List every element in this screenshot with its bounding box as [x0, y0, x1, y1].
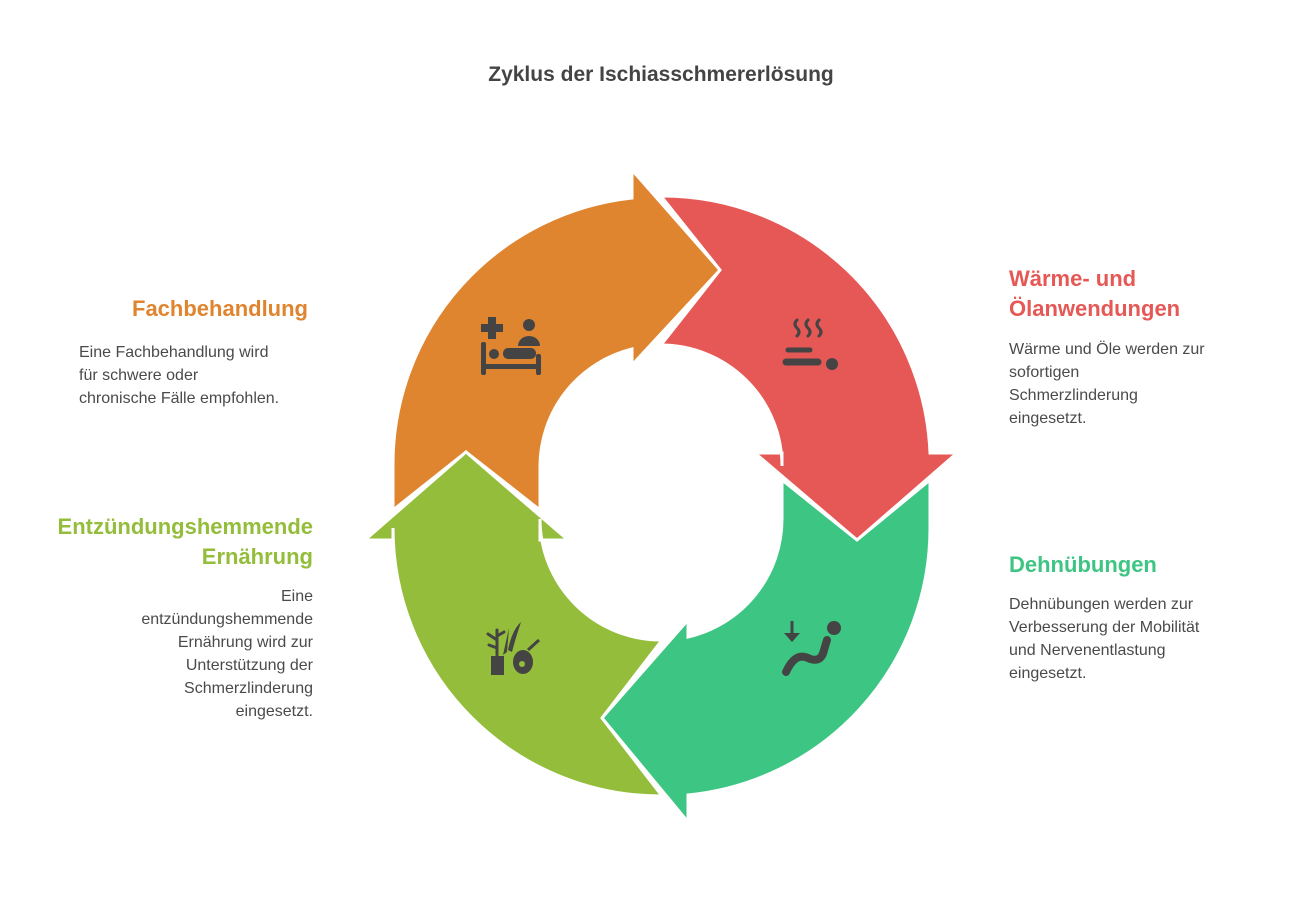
desc-line: und Nervenentlastung	[1009, 642, 1166, 659]
desc-line: Eine	[280, 588, 313, 605]
desc-line: Unterstützung der	[185, 657, 313, 674]
desc-line: eingesetzt.	[1009, 665, 1087, 682]
desc-line: Schmerzlinderung	[1009, 387, 1138, 404]
step-title-line: Entzündungshemmende	[57, 514, 313, 539]
step-desc-ernaehrung: Eine entzündungshemmende Ernährung wird …	[141, 585, 313, 723]
desc-line: Wärme und Öle werden zur	[1009, 341, 1205, 358]
step-desc-dehnuebungen: Dehnübungen werden zur Verbesserung der …	[1009, 593, 1199, 685]
desc-line: für schwere oder	[79, 367, 199, 384]
desc-line: sofortigen	[1009, 364, 1080, 381]
step-title-fachbehandlung: Fachbehandlung	[132, 294, 308, 324]
desc-line: Eine Fachbehandlung wird	[79, 344, 269, 361]
step-title-line: Wärme- und	[1009, 266, 1137, 291]
arrow-ernaehrung	[360, 450, 666, 798]
step-title-waerme: Wärme- und Ölanwendungen	[1009, 264, 1180, 324]
desc-line: Dehnübungen werden zur	[1009, 596, 1194, 613]
step-title-dehnuebungen: Dehnübungen	[1009, 550, 1157, 580]
desc-line: chronische Fälle empfohlen.	[79, 390, 280, 407]
step-desc-fachbehandlung: Eine Fachbehandlung wird für schwere ode…	[79, 341, 279, 410]
desc-line: Schmerzlinderung	[184, 680, 313, 697]
diagram-title: Zyklus der Ischiasschmererlösung	[488, 63, 834, 86]
vegetables-food-icon	[486, 622, 541, 675]
step-title-line: Ernährung	[201, 544, 313, 569]
desc-line: eingesetzt.	[235, 703, 313, 720]
patient-bed-doctor-icon	[481, 317, 541, 375]
arrow-waerme	[657, 194, 962, 542]
step-desc-waerme: Wärme und Öle werden zur sofortigen Schm…	[1009, 338, 1205, 430]
arrow-dehnuebungen	[600, 476, 932, 827]
stretching-person-icon	[782, 621, 841, 676]
desc-line: Ernährung wird zur	[177, 634, 313, 651]
step-title-ernaehrung: Entzündungshemmende Ernährung	[58, 512, 313, 572]
step-title-line: Fachbehandlung	[132, 296, 308, 321]
arrow-fachbehandlung	[391, 166, 723, 514]
step-title-line: Dehnübungen	[1009, 552, 1157, 577]
step-title-line: Ölanwendungen	[1009, 296, 1181, 321]
hot-stones-steam-icon	[782, 318, 838, 370]
desc-line: entzündungshemmende	[141, 611, 313, 628]
desc-line: Verbesserung der Mobilität	[1009, 619, 1200, 636]
desc-line: eingesetzt.	[1009, 410, 1087, 427]
